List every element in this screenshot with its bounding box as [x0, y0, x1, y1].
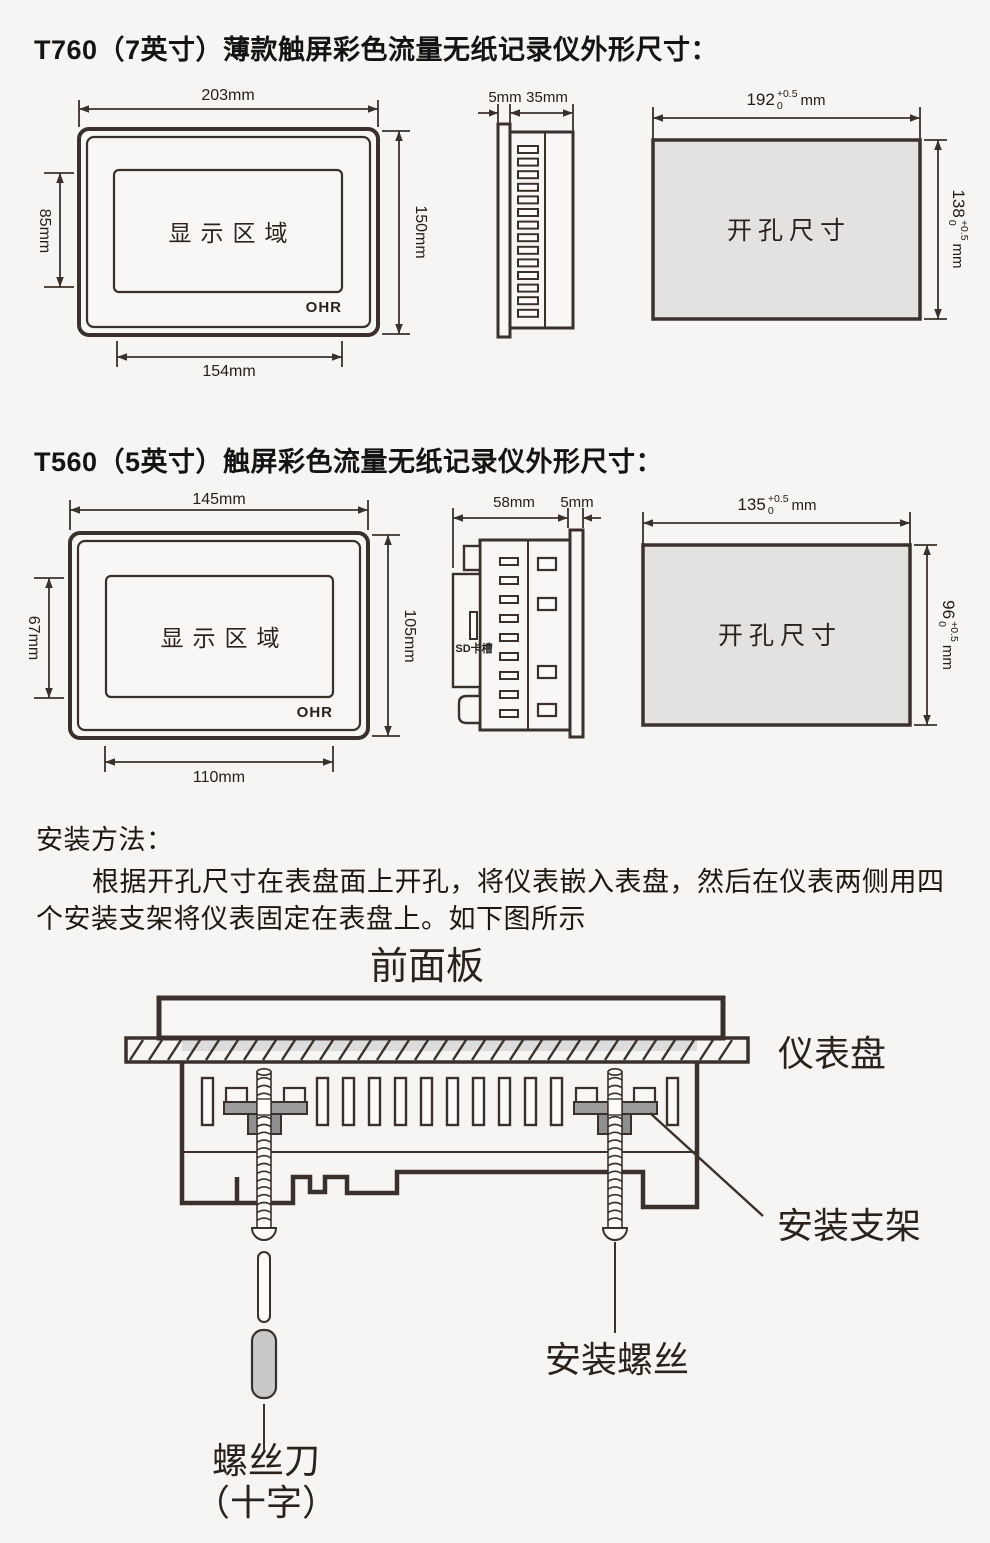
tol-plus: +0.5 [948, 621, 961, 642]
dim-label-35mm: 35mm [526, 88, 568, 106]
tol-plus: +0.5 [767, 492, 789, 505]
screw-dome-tip [250, 1227, 278, 1241]
display-area-rect [112, 168, 344, 294]
mounting-screw-label: 安装螺丝 [544, 1340, 689, 1380]
side-tab-top [462, 544, 482, 572]
install-paragraph-line2: 个安装支架将仪表固定在表盘上。如下图所示 [36, 904, 586, 934]
vent-slots [499, 557, 519, 718]
cutout-height-value: 96 [939, 600, 958, 620]
instrument-panel-label: 仪表盘 [777, 1034, 886, 1074]
t560-cutout-view [641, 512, 937, 727]
install-heading: 安装方法： [36, 825, 174, 855]
dim-label-110mm: 110mm [192, 769, 246, 786]
dim-label-150mm: 150mm [412, 205, 429, 259]
dim-label-145mm: 145mm [192, 491, 246, 508]
device-bezel-line [85, 135, 372, 329]
front-bezel-plate [568, 528, 585, 739]
dim-label-58mm: 58mm [493, 493, 535, 511]
tol-plus: +0.5 [958, 219, 971, 241]
sd-slot-label: SD卡槽 [455, 643, 493, 655]
display-area-label: 显示区域 [168, 221, 297, 246]
side-body [478, 538, 572, 732]
device-bezel-line [76, 539, 362, 732]
body-outline [179, 1062, 700, 1210]
vent-slots [517, 145, 539, 318]
body-slats [200, 1076, 680, 1127]
unit: mm [800, 91, 826, 109]
side-wall [451, 572, 482, 689]
t560-front-view [34, 500, 400, 772]
dim-label-5mm: 5mm [488, 88, 522, 106]
install-paragraph-line1: 根据开孔尺寸在表盘面上开孔，将仪表嵌入表盘，然后在仪表两侧用四 [92, 867, 945, 897]
ohr-logo: OHR [305, 299, 342, 316]
cutout-height-value: 138 [949, 189, 968, 218]
device-outer-case [77, 127, 380, 337]
tol-plus: +0.5 [776, 87, 798, 100]
dim-label-67mm: 67mm [25, 615, 42, 661]
dim-label-5mm: 5mm [560, 493, 594, 511]
tol-minus: 0 [767, 505, 774, 517]
t760-side-view [478, 104, 575, 339]
unit: mm [949, 243, 967, 269]
cutout-width-value: 135 [737, 495, 766, 514]
arrowhead [489, 109, 498, 117]
tol-minus: 0 [946, 219, 958, 226]
mounting-screw-right [601, 1068, 629, 1241]
panel-hatch [128, 1039, 734, 1061]
t760-cutout-view [651, 107, 947, 321]
terminal-holes [536, 556, 558, 718]
tol-minus: 0 [776, 100, 783, 112]
front-bezel-plate [496, 122, 512, 339]
t560-side-view [451, 508, 601, 739]
front-panel-label: 前面板 [369, 945, 484, 988]
tol-minus: 0 [936, 621, 948, 627]
dim-label-203mm: 203mm [201, 87, 255, 104]
cutout-rect [641, 543, 912, 727]
side-tab-bottom [457, 694, 482, 725]
dim-label-85mm: 85mm [36, 208, 53, 254]
device-outer-case [68, 531, 370, 740]
cutout-label: 开孔尺寸 [717, 623, 842, 650]
t760-front-view [44, 100, 410, 367]
screwdriver-handle [250, 1328, 278, 1400]
cutout-width-value: 192 [746, 90, 775, 109]
screw-dome-tip [601, 1227, 629, 1241]
display-area-rect [104, 574, 335, 699]
unit: mm [791, 496, 817, 514]
sd-card-slot [469, 611, 478, 640]
mounting-screw-left [250, 1068, 278, 1241]
screwdriver-label: 螺丝刀 [211, 1441, 320, 1481]
unit: mm [939, 644, 957, 670]
t760-title: T760（7英寸）薄款触屏彩色流量无纸记录仪外形尺寸： [34, 35, 719, 65]
bracket-pointer-line [649, 1112, 764, 1217]
screwdriver [250, 1251, 278, 1450]
front-panel-rect [156, 995, 726, 1041]
ohr-logo: OHR [296, 704, 333, 721]
t560-title: T560（5英寸）触屏彩色流量无纸记录仪外形尺寸： [34, 447, 664, 477]
arrowhead [583, 514, 592, 522]
extension-lines [642, 512, 937, 726]
display-area-label: 显示区域 [160, 626, 289, 651]
screwdriver-type-label: （十字） [193, 1483, 338, 1523]
extension-lines [652, 107, 947, 320]
panel-shading [182, 1041, 697, 1051]
cutout-label: 开孔尺寸 [726, 218, 851, 245]
dim-label-105mm: 105mm [401, 609, 418, 663]
dim-label-154mm: 154mm [202, 363, 256, 380]
screwdriver-shaft [257, 1251, 271, 1323]
mounting-bracket-label: 安装支架 [776, 1206, 921, 1246]
extension-lines [44, 100, 410, 367]
cutout-rect [651, 138, 922, 321]
install-diagram [124, 995, 764, 1450]
